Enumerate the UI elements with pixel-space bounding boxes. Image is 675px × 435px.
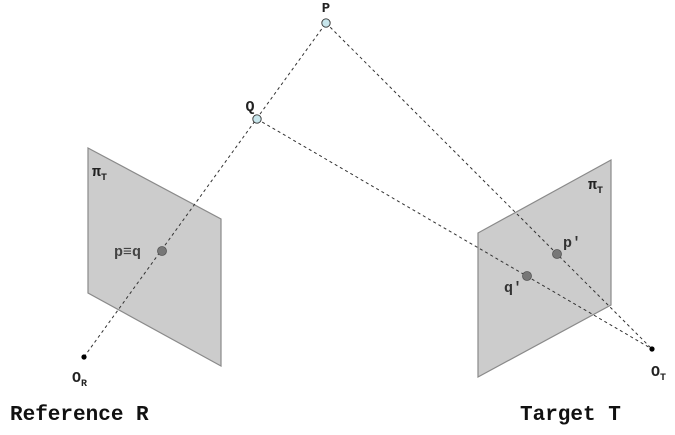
label-OR: OR: [72, 370, 87, 390]
label-P: P: [322, 1, 330, 17]
camera-center-OR-marker: [81, 354, 87, 360]
label-p-eq-q: p≡q: [114, 244, 141, 261]
caption-target: Target T: [520, 404, 621, 427]
OT-letter: O: [651, 364, 660, 381]
plane-left-subscript: T: [101, 173, 107, 184]
ray-OR-to-P: [83, 22, 327, 358]
image-point-p-marker: [157, 246, 167, 256]
label-Q: Q: [245, 99, 254, 116]
label-q-prime: q': [504, 280, 522, 297]
image-point-q-prime-marker: [522, 271, 532, 281]
OR-letter: O: [72, 370, 81, 387]
caption-reference: Reference R: [10, 404, 149, 427]
OT-subscript: T: [660, 373, 666, 384]
label-p-prime: p': [563, 235, 581, 252]
label-plane-right: πT: [588, 177, 603, 197]
plane-right-symbol: π: [588, 177, 597, 194]
camera-center-OT-marker: [649, 346, 655, 352]
point-P-marker: [321, 18, 331, 28]
target-image-plane: [477, 158, 612, 379]
image-point-p-prime-marker: [552, 249, 562, 259]
label-OT: OT: [651, 364, 666, 384]
plane-left-symbol: π: [92, 164, 101, 181]
ray-P-to-OT: [325, 22, 653, 350]
ray-Q-to-OT: [256, 118, 653, 350]
point-Q-marker: [252, 114, 262, 124]
plane-right-subscript: T: [597, 186, 603, 197]
label-plane-left: πT: [92, 164, 107, 184]
reference-image-plane: [87, 146, 222, 368]
OR-subscript: R: [81, 379, 87, 390]
